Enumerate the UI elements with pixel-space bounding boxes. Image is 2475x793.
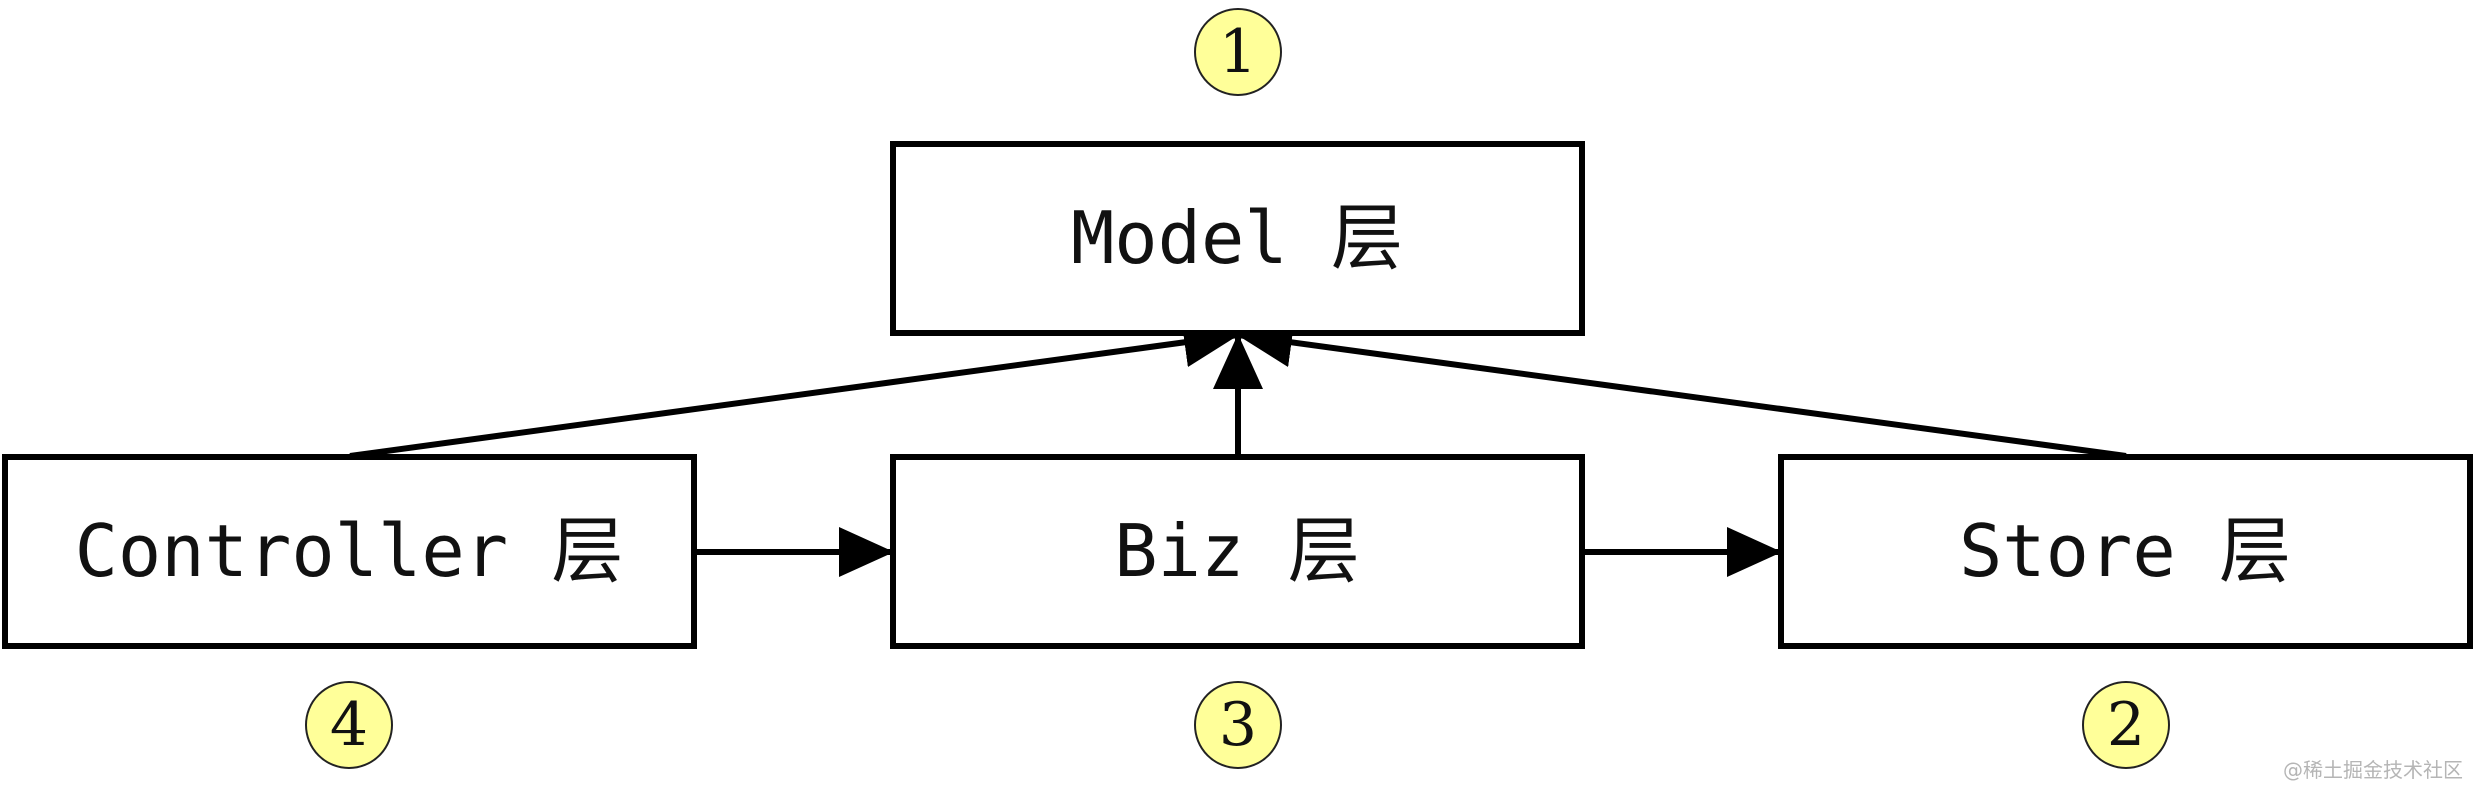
badge-model-number: 1 — [1219, 17, 1257, 87]
badge-biz: 3 — [1194, 681, 1282, 769]
badge-store: 2 — [2082, 681, 2170, 769]
badge-controller: 4 — [305, 681, 393, 769]
badge-store-number: 2 — [2107, 690, 2145, 760]
arrow-store-to-model — [1237, 317, 2127, 459]
controller-layer-label: Controller 层 — [75, 509, 624, 593]
biz-layer-label: Biz 层 — [1114, 509, 1359, 593]
store-layer-box: Store 层 — [1778, 454, 2473, 649]
badge-biz-number: 3 — [1219, 690, 1257, 760]
badge-model: 1 — [1194, 8, 1282, 96]
badge-controller-number: 4 — [330, 690, 368, 760]
arrow-controller-to-model — [349, 317, 1239, 459]
model-layer-box: Model 层 — [890, 141, 1585, 336]
model-layer-label: Model 层 — [1071, 196, 1403, 280]
controller-layer-box: Controller 层 — [2, 454, 697, 649]
store-layer-label: Store 层 — [1959, 509, 2291, 593]
watermark-text: @稀土掘金技术社区 — [2283, 758, 2463, 782]
biz-layer-box: Biz 层 — [890, 454, 1585, 649]
